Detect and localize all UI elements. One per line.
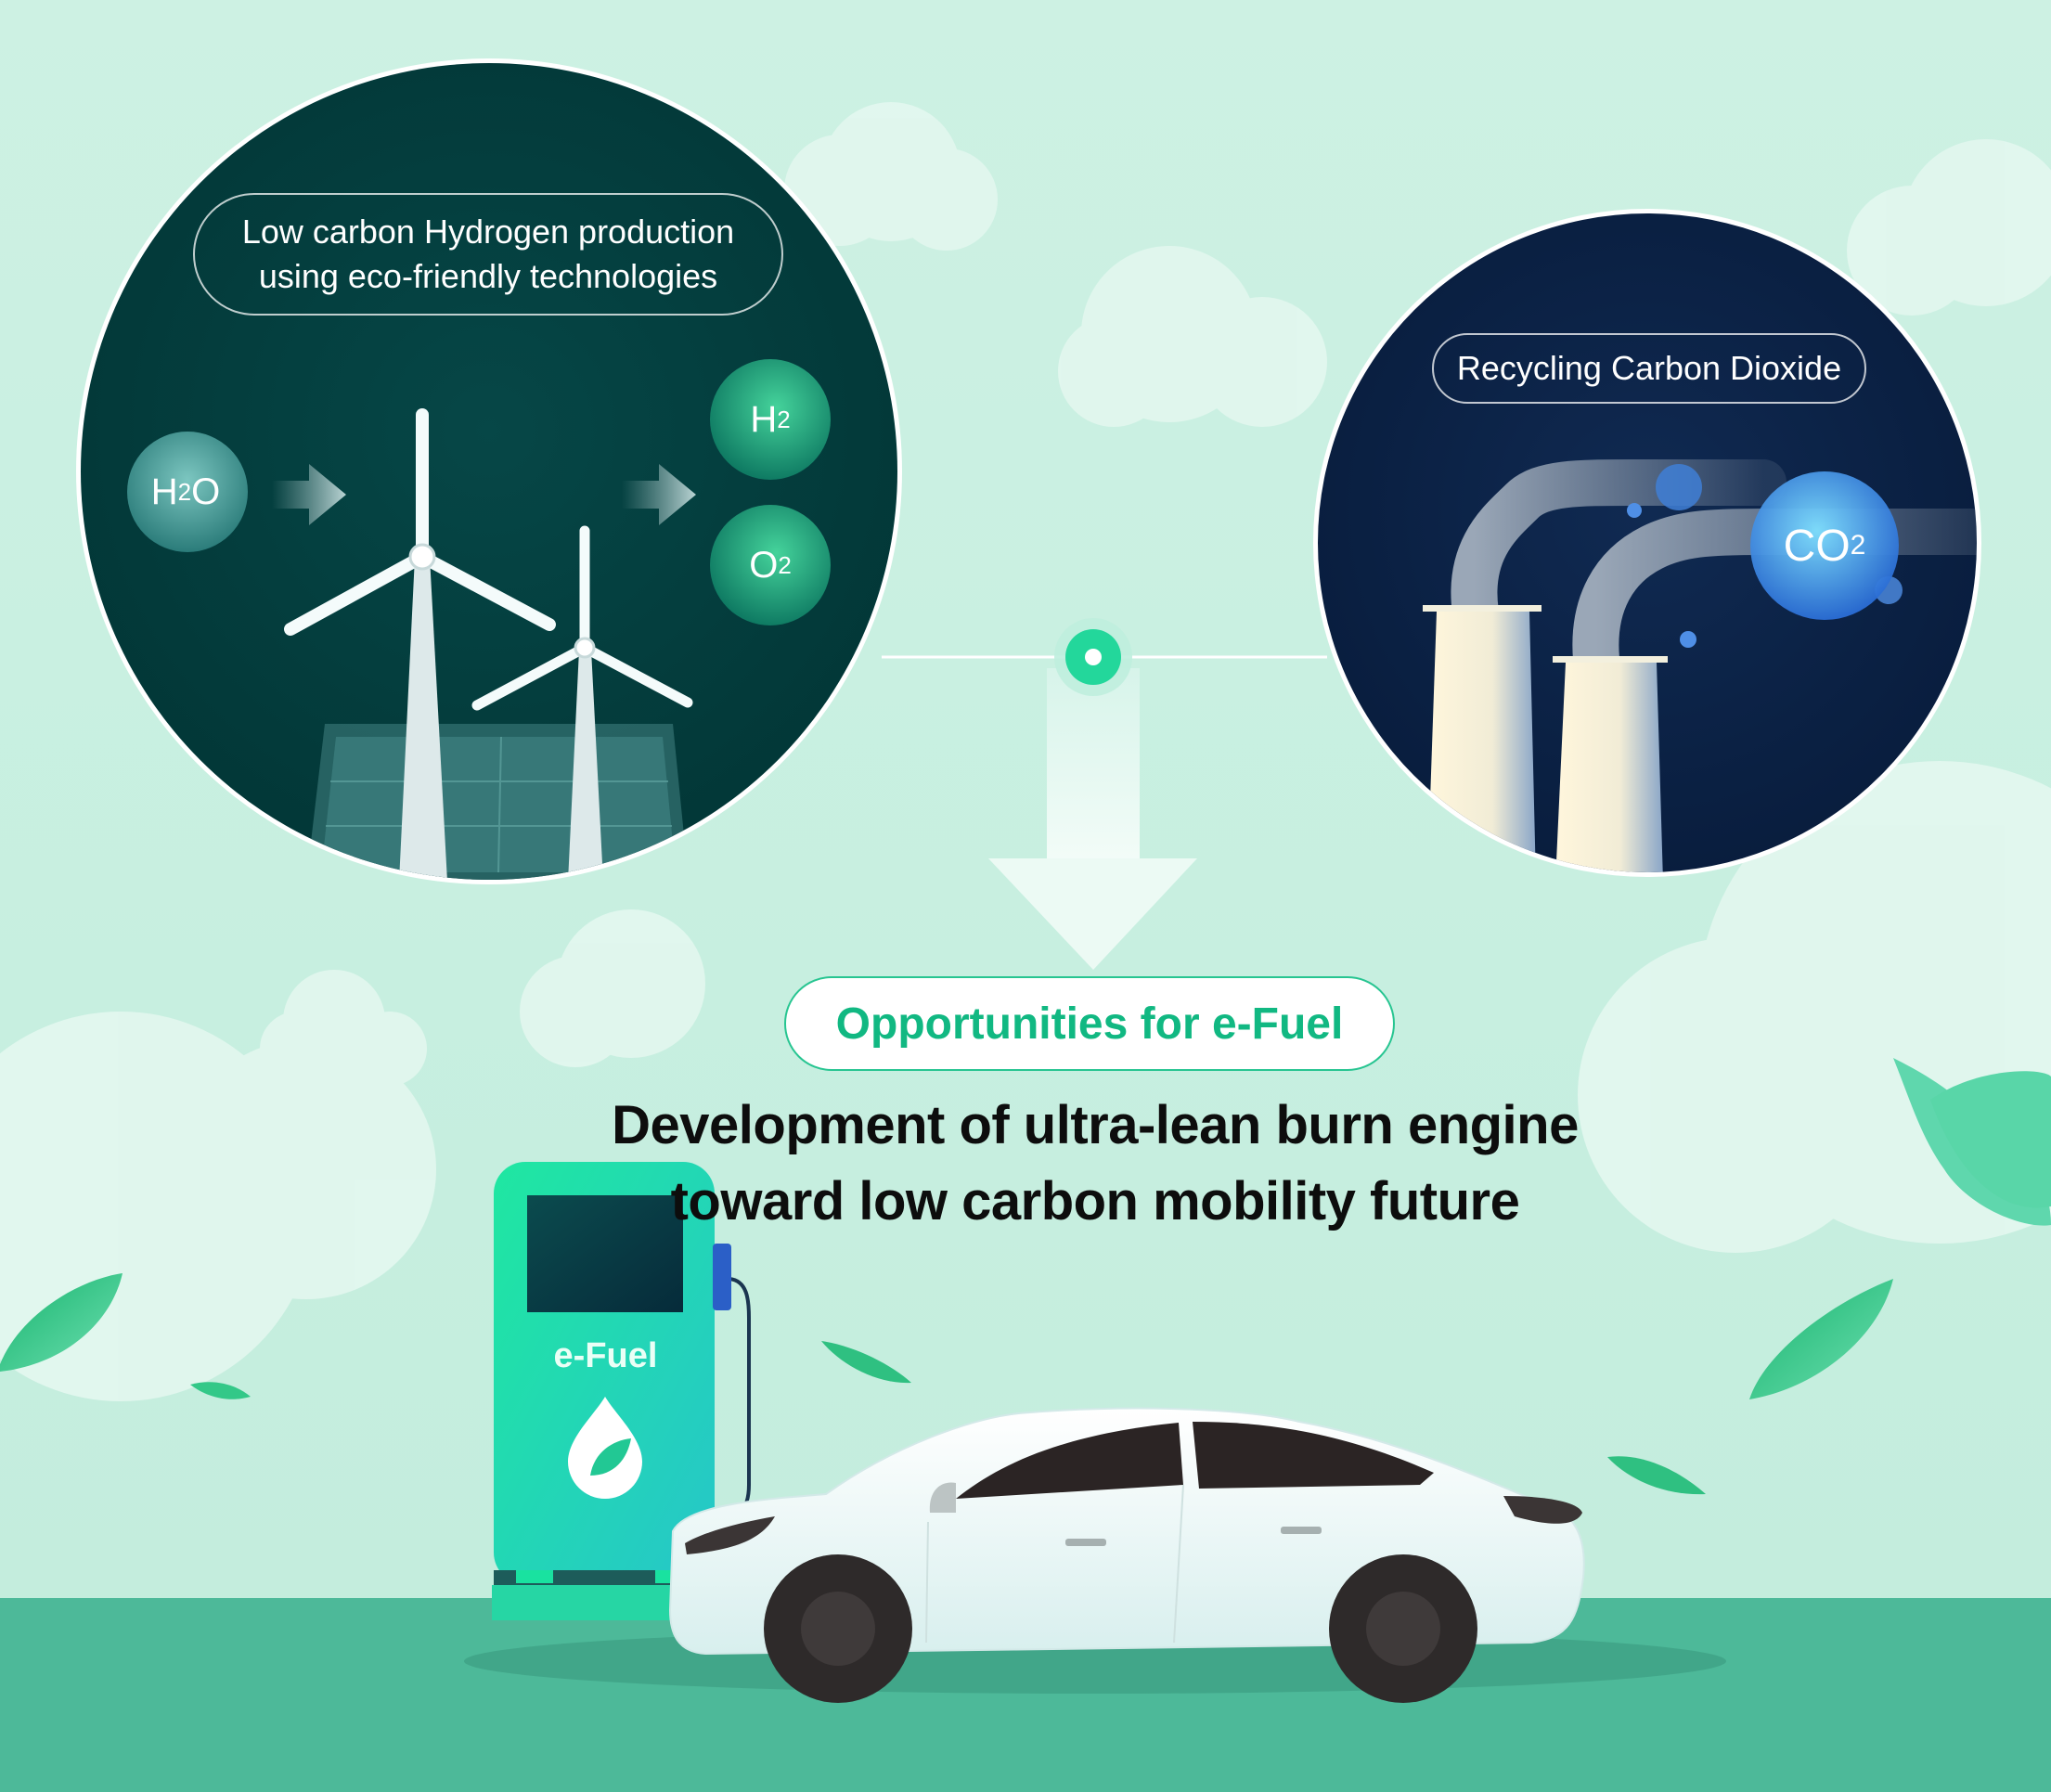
hydrogen-panel-illustration	[76, 58, 902, 884]
leaf-icon	[1607, 1456, 1706, 1495]
wind-turbine-icon	[284, 408, 556, 880]
opportunities-label: Opportunities for e-Fuel	[784, 976, 1395, 1071]
wind-turbine-icon	[471, 525, 693, 880]
headline-line2: toward low carbon mobility future	[670, 1171, 1520, 1231]
leaf-icon	[821, 1341, 911, 1384]
smokestack-icon	[1553, 656, 1668, 872]
down-arrow-icon	[988, 668, 1197, 970]
leaf-icon	[1749, 1279, 1893, 1399]
fuel-pump-icon	[492, 1162, 751, 1620]
headline: Development of ultra-lean burn engine to…	[520, 1088, 1670, 1240]
hydrogen-label-line1: Low carbon Hydrogen production	[241, 213, 735, 251]
leaf-icon	[190, 1382, 251, 1399]
recycling-co2-label: Recycling Carbon Dioxide	[1432, 333, 1866, 404]
headline-line1: Development of ultra-lean burn engine	[612, 1095, 1579, 1155]
leaf-icon	[0, 1273, 123, 1372]
car-icon	[668, 1407, 1585, 1703]
center-node-icon	[1054, 618, 1132, 696]
leaf-icon	[1893, 1058, 2051, 1226]
hydrogen-label-line2: using eco-friendly technologies	[258, 257, 718, 295]
smokestack-icon	[1423, 605, 1541, 872]
leaf-drop-icon	[568, 1397, 642, 1499]
hydrogen-production-label: Low carbon Hydrogen production using eco…	[193, 193, 783, 316]
pump-label: e-Fuel	[553, 1336, 658, 1375]
